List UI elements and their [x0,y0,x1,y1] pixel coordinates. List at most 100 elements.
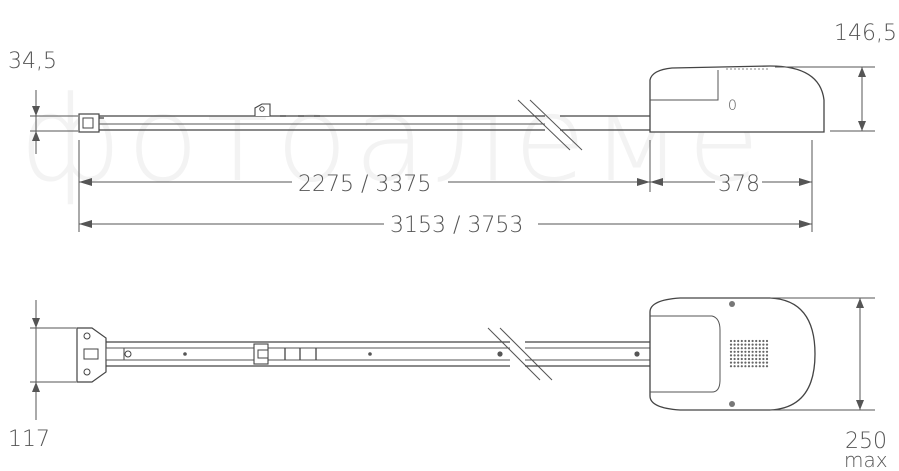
grille-dot [755,361,758,364]
grille-dot [758,361,761,364]
right-width-label: 250 [845,429,887,454]
grille-dot [751,350,754,353]
grille-dot [729,361,733,364]
grille-dot [751,343,754,346]
grille-dot [747,339,751,343]
grille-dot [737,347,740,350]
grille-dot [762,361,765,364]
grille-dot [729,357,733,361]
grille-dot [747,347,751,350]
grille-dot [751,347,754,350]
grille-dot [744,361,747,364]
grille-dot [765,361,769,364]
grille-dot [751,339,754,343]
grille-dot [765,339,769,343]
grille-dot [765,357,769,361]
grille-dot [740,339,743,343]
grille-dot [747,354,751,357]
grille-dot [755,347,758,350]
grille-dot [737,357,740,361]
grille-dot [755,365,758,368]
grille-dot [762,357,765,361]
grille-dot [737,354,740,357]
dim-right-height: 146,5 [775,21,897,132]
grille-dot [740,357,743,361]
side-left-bracket [78,113,104,133]
grille-dot [755,357,758,361]
top-rail [106,327,650,381]
grille-dot [744,339,747,343]
grille-dot [765,365,769,368]
grille-dot [733,361,736,364]
grille-dot [762,354,765,357]
dim-rail-length: 2275 / 3375 [79,172,650,197]
rail-length-label: 2275 / 3375 [298,172,431,197]
watermark-text: фотоалеме [20,70,766,208]
grille-dot [740,361,743,364]
grille-dot [758,339,761,343]
dim-total-length: 3153 / 3753 [79,213,812,238]
top-motor-housing [649,297,816,411]
grille-dot [733,350,736,353]
grille-dot [737,365,740,368]
grille-dot [765,350,769,353]
grille-dot [740,350,743,353]
grille-dot [751,365,754,368]
grille-dot [758,347,761,350]
grille-dot [737,343,740,346]
dim-left-height: 34,5 [8,49,78,154]
grille-dot [733,339,736,343]
grille-dot [740,365,743,368]
grille-dot [758,357,761,361]
grille-dot [733,354,736,357]
grille-dot [755,350,758,353]
right-width-note: max [844,448,888,471]
grille-dot [747,361,751,364]
grille-dot [744,343,747,346]
grille-dot [751,354,754,357]
grille-dot [744,354,747,357]
grille-dot [729,350,733,353]
grille-dot [755,343,758,346]
grille-dot [733,365,736,368]
top-left-bracket [76,327,132,383]
dim-left-width: 117 [8,300,76,452]
grille-dot [762,343,765,346]
grille-dot [733,343,736,346]
grille-dot [758,365,761,368]
grille-dot [762,339,765,343]
grille-dot [762,350,765,353]
grille-dot [744,357,747,361]
grille-dot [740,347,743,350]
left-width-label: 117 [8,427,50,452]
grille-dot [740,343,743,346]
grille-dot [733,347,736,350]
grille-dot [762,347,765,350]
grille-dot [747,365,751,368]
side-rail [99,99,650,151]
grille-dot [729,339,733,343]
grille-dot [755,339,758,343]
grille-dot [729,343,733,346]
grille-dot [747,350,751,353]
left-height-label: 34,5 [8,49,57,74]
grille-dot [729,347,733,350]
motor-length-label: 378 [718,172,760,197]
grille-dot [758,343,761,346]
grille-dot [758,350,761,353]
side-view: 0 34,5 146,5 22 [8,21,897,238]
grille-dot [758,354,761,357]
grille-dot [744,347,747,350]
grille-dot [737,339,740,343]
grille-dot [737,350,740,353]
dim-motor-length: 378 [650,172,812,197]
grille-dot [751,357,754,361]
grille-dot [729,354,733,357]
grille-dot [755,354,758,357]
grille-dot [744,365,747,368]
dim-right-width: 250 max [770,297,888,471]
motor-mark-text: 0 [728,98,737,114]
grille-dot [765,354,769,357]
grille-dot [747,343,751,346]
